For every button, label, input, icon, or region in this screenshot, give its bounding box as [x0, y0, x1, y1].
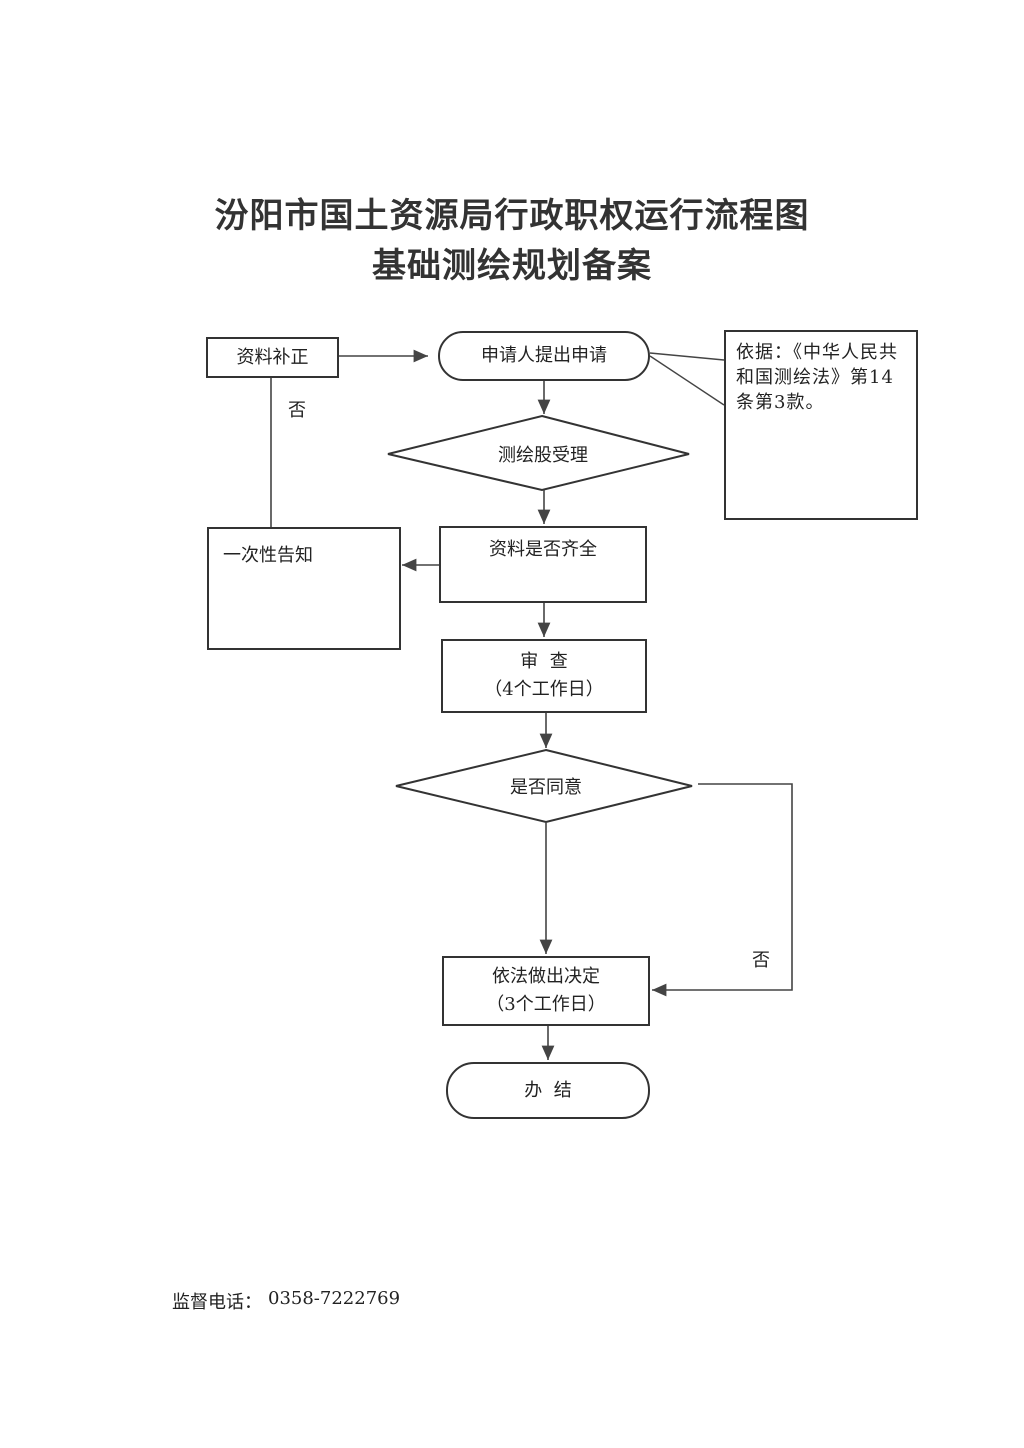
- complete-check-box: 资料是否齐全: [439, 526, 647, 603]
- accept-label: 测绘股受理: [498, 445, 588, 466]
- apply-label: 申请人提出申请: [481, 345, 607, 366]
- footer-label: 监督电话：: [172, 1292, 262, 1313]
- basis-label: 依据：《中华人民共和国测绘法》第14条第3款。: [736, 342, 898, 413]
- footer-phone: 0358-7222769: [268, 1288, 401, 1309]
- finish-terminal: 办 结: [446, 1062, 650, 1119]
- supplement-label: 资料补正: [236, 346, 309, 368]
- agree-label: 是否同意: [510, 777, 582, 798]
- basis-connector: [649, 352, 725, 361]
- review-box: 审 查 （4个工作日）: [441, 639, 647, 713]
- notify-label: 一次性告知: [223, 545, 313, 566]
- decide-label: 依法做出决定: [492, 966, 600, 987]
- basis-connector-2: [649, 355, 725, 406]
- notify-box: 一次性告知: [207, 527, 401, 650]
- finish-label: 办 结: [524, 1079, 572, 1101]
- page-subtitle: 基础测绘规划备案: [372, 246, 652, 286]
- decide-duration: （3个工作日）: [486, 994, 606, 1015]
- arrow-agree-no-to-decide: [652, 783, 793, 997]
- basis-note: 依据：《中华人民共和国测绘法》第14条第3款。: [724, 330, 918, 520]
- decide-box: 依法做出决定 （3个工作日）: [442, 956, 650, 1026]
- complete-check-label: 资料是否齐全: [489, 539, 597, 560]
- apply-terminal: 申请人提出申请: [438, 331, 650, 381]
- page-title: 汾阳市国土资源局行政职权运行流程图: [214, 196, 810, 236]
- review-duration: （4个工作日）: [484, 679, 604, 700]
- edge-label-no-left: 否: [288, 400, 306, 421]
- edge-label-no-right: 否: [752, 950, 770, 971]
- supplement-box: 资料补正: [206, 337, 339, 378]
- review-label: 审 查: [520, 651, 568, 672]
- footer: 监督电话： 0358-7222769: [172, 1288, 400, 1314]
- accept-diamond: [387, 414, 690, 492]
